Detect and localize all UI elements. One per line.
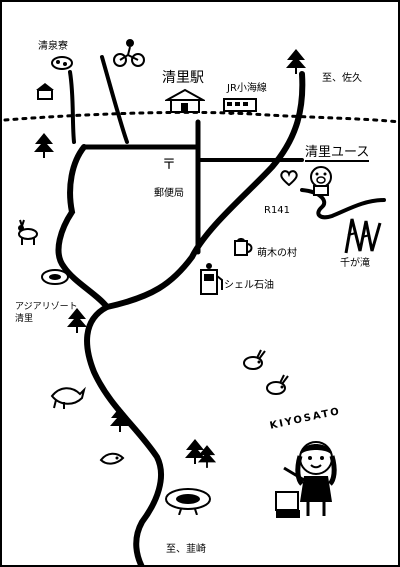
label-to-nirasaki: 至、韮崎 bbox=[166, 544, 206, 555]
label-post-office: 郵便局 bbox=[154, 188, 184, 199]
girl-mascot-icon bbox=[275, 441, 337, 518]
rabbit-icon bbox=[266, 374, 289, 395]
road-left-loop bbox=[55, 144, 110, 310]
house-icon bbox=[36, 83, 54, 100]
label-jr-line: JR小海線 bbox=[227, 83, 267, 94]
label-moegi-village: 萌木の村 bbox=[257, 248, 297, 259]
label-seisenryo: 清泉寮 bbox=[38, 41, 68, 52]
label-chigataki: 千が滝 bbox=[340, 258, 370, 269]
label-kiyosato-station: 清里駅 bbox=[162, 70, 204, 86]
road-r141 bbox=[84, 71, 306, 565]
tree-icon bbox=[110, 407, 130, 432]
road-to-north bbox=[100, 55, 129, 144]
deer-icon bbox=[18, 219, 38, 245]
pond-icon bbox=[165, 488, 211, 515]
gas-station-icon bbox=[200, 263, 223, 295]
post-mark-icon: 〒 bbox=[162, 157, 176, 173]
rabbit-icon bbox=[243, 349, 266, 370]
label-asia-resort-2: 清里 bbox=[15, 314, 34, 324]
cyclist-icon bbox=[113, 39, 145, 67]
tree-icon bbox=[67, 308, 87, 333]
cow-icon bbox=[51, 56, 73, 70]
label-to-saku: 至、佐久 bbox=[322, 73, 362, 84]
fox-icon bbox=[50, 386, 86, 409]
label-asia-resort-1: アジアリゾート bbox=[15, 302, 78, 312]
pond-icon bbox=[41, 269, 69, 285]
label-shell: シェル石油 bbox=[224, 280, 274, 291]
tree-icon bbox=[34, 133, 54, 158]
heart-icon bbox=[280, 170, 298, 186]
tree-icon bbox=[185, 439, 205, 464]
tree-icon bbox=[197, 445, 217, 468]
road-to-seisenryo bbox=[68, 70, 76, 144]
mug-icon bbox=[234, 238, 253, 256]
railway-line bbox=[3, 110, 398, 124]
station-building-icon bbox=[165, 88, 205, 113]
river-chigataki bbox=[300, 188, 386, 220]
label-route-r141: R141 bbox=[264, 205, 291, 216]
bird-icon bbox=[99, 452, 125, 465]
label-kiyosato-youth: 清里ユース bbox=[305, 145, 370, 162]
tree-icon bbox=[286, 49, 306, 74]
train-icon bbox=[223, 98, 257, 115]
waterfall-icon bbox=[344, 218, 382, 254]
pig-mascot-icon bbox=[310, 166, 332, 196]
